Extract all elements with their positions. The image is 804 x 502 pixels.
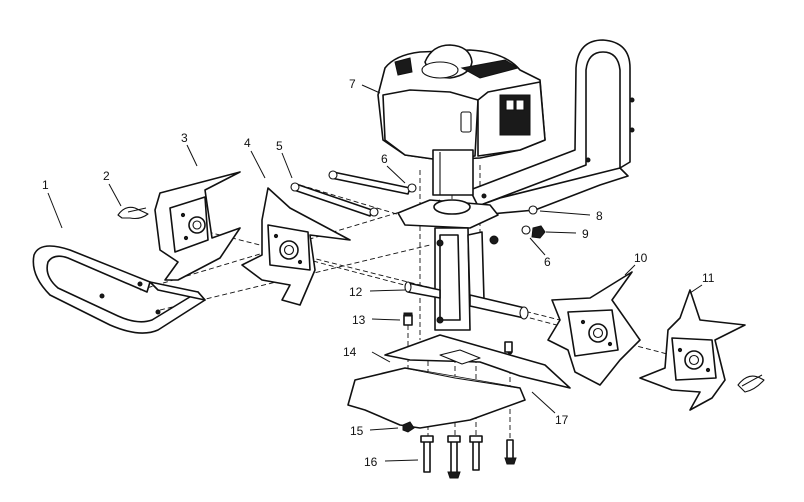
handle-bolt [328, 170, 411, 195]
tine-outer-right [639, 289, 746, 411]
tine-inner-left [241, 187, 351, 306]
callout-14: 14 [343, 345, 357, 359]
callout-16: 16 [364, 455, 378, 469]
hairpin-clip-right [737, 374, 765, 393]
leader-lines [47, 84, 703, 462]
callout-12: 12 [349, 285, 363, 299]
callout-15: 15 [350, 424, 364, 438]
mounting-bolts [420, 435, 517, 479]
shield-upper [384, 334, 571, 389]
callout-11: 11 [702, 271, 715, 285]
callout-7: 7 [349, 77, 356, 91]
callout-10: 10 [634, 251, 648, 265]
callout-5: 5 [276, 139, 283, 153]
tine-outer-left [154, 171, 241, 281]
callout-9: 9 [582, 227, 589, 241]
washers-and-nuts [369, 183, 546, 245]
shield-lower [347, 367, 526, 429]
callout-8: 8 [596, 209, 603, 223]
front-guard [32, 245, 206, 334]
hairpin-clip-left [117, 206, 149, 220]
callout-2: 2 [103, 169, 110, 183]
callout-1: 1 [42, 178, 49, 192]
small-fasteners [402, 312, 513, 433]
callout-labels: 1 2 3 4 5 6 6 7 8 9 10 11 12 13 14 15 16… [42, 77, 715, 469]
tine-inner-right [547, 271, 641, 386]
callout-6-lower: 6 [544, 255, 551, 269]
callout-13: 13 [352, 313, 366, 327]
tine-shaft [290, 182, 373, 217]
engine [377, 44, 546, 196]
callout-4: 4 [244, 136, 251, 150]
callout-6-upper: 6 [381, 152, 388, 166]
transmission [397, 199, 529, 331]
callout-17: 17 [555, 413, 569, 427]
callout-3: 3 [181, 131, 188, 145]
